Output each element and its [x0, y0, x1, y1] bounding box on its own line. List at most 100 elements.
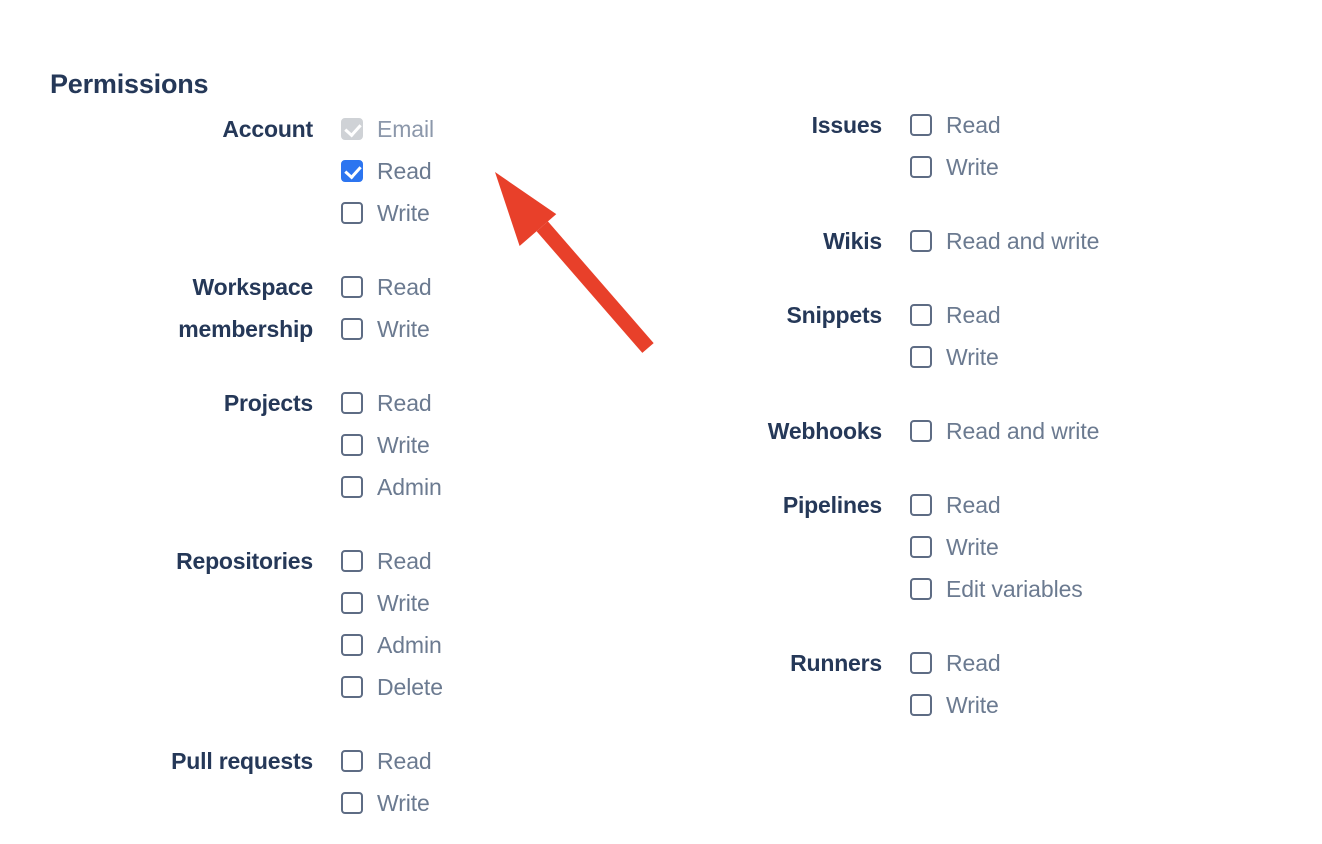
- checkbox-account-write[interactable]: [341, 202, 363, 224]
- group-label-pull-requests: Pull requests: [171, 748, 313, 774]
- option-row-projects-read[interactable]: Read: [341, 382, 660, 424]
- checkbox-repositories-write[interactable]: [341, 592, 363, 614]
- checkbox-issues-read[interactable]: [910, 114, 932, 136]
- option-row-snippets-read[interactable]: Read: [910, 294, 1280, 336]
- option-row-runners-read[interactable]: Read: [910, 642, 1280, 684]
- checkbox-issues-write[interactable]: [910, 156, 932, 178]
- option-row-wikis-read-and-write[interactable]: Read and write: [910, 220, 1280, 262]
- checkbox-workspace-membership-write[interactable]: [341, 318, 363, 340]
- group-label-projects: Projects: [223, 390, 313, 416]
- group-label-workspace-membership: Workspace membership: [178, 274, 313, 342]
- option-label-pull-requests-write: Write: [377, 789, 430, 816]
- option-label-snippets-write: Write: [946, 343, 999, 370]
- option-label-projects-write: Write: [377, 431, 430, 458]
- group-label-repositories: Repositories: [176, 548, 313, 574]
- option-row-pipelines-read[interactable]: Read: [910, 484, 1280, 526]
- option-label-pipelines-write: Write: [946, 533, 999, 560]
- checkbox-repositories-admin[interactable]: [341, 634, 363, 656]
- option-label-pull-requests-read: Read: [377, 747, 432, 774]
- option-label-webhooks-read-and-write: Read and write: [946, 417, 1100, 444]
- checkbox-webhooks-read-and-write[interactable]: [910, 420, 932, 442]
- option-label-runners-write: Write: [946, 691, 999, 718]
- option-label-issues-write: Write: [946, 153, 999, 180]
- option-row-account-write[interactable]: Write: [341, 192, 660, 234]
- option-label-repositories-write: Write: [377, 589, 430, 616]
- option-label-issues-read: Read: [946, 111, 1001, 138]
- option-label-runners-read: Read: [946, 649, 1001, 676]
- group-label-runners: Runners: [790, 650, 882, 676]
- group-label-account: Account: [222, 116, 313, 142]
- option-label-account-email: Email: [377, 115, 435, 142]
- option-label-snippets-read: Read: [946, 301, 1001, 328]
- checkbox-pipelines-write[interactable]: [910, 536, 932, 558]
- checkbox-wikis-read-and-write[interactable]: [910, 230, 932, 252]
- group-label-wikis: Wikis: [823, 228, 882, 254]
- page-title: Permissions: [50, 69, 209, 100]
- option-row-pipelines-write[interactable]: Write: [910, 526, 1280, 568]
- option-row-account-read[interactable]: Read: [341, 150, 660, 192]
- option-row-projects-write[interactable]: Write: [341, 424, 660, 466]
- option-label-pipelines-edit-variables: Edit variables: [946, 575, 1083, 602]
- option-label-projects-admin: Admin: [377, 473, 442, 500]
- checkbox-workspace-membership-read[interactable]: [341, 276, 363, 298]
- option-label-account-read: Read: [377, 157, 432, 184]
- checkbox-pull-requests-write[interactable]: [341, 792, 363, 814]
- option-row-issues-write[interactable]: Write: [910, 146, 1280, 188]
- option-row-workspace-membership-read[interactable]: Read: [341, 266, 660, 308]
- group-label-webhooks: Webhooks: [767, 418, 882, 444]
- checkbox-projects-admin[interactable]: [341, 476, 363, 498]
- checkbox-projects-write[interactable]: [341, 434, 363, 456]
- group-options-webhooks: Read and write: [910, 410, 1280, 452]
- checkbox-pull-requests-read[interactable]: [341, 750, 363, 772]
- option-label-wikis-read-and-write: Read and write: [946, 227, 1100, 254]
- option-row-repositories-write[interactable]: Write: [341, 582, 660, 624]
- option-label-workspace-membership-write: Write: [377, 315, 430, 342]
- group-label-snippets: Snippets: [786, 302, 882, 328]
- option-row-pull-requests-read[interactable]: Read: [341, 740, 660, 782]
- option-row-issues-read[interactable]: Read: [910, 104, 1280, 146]
- checkbox-pipelines-edit-variables[interactable]: [910, 578, 932, 600]
- option-row-repositories-admin[interactable]: Admin: [341, 624, 660, 666]
- option-row-repositories-read[interactable]: Read: [341, 540, 660, 582]
- checkbox-account-read[interactable]: [341, 160, 363, 182]
- checkbox-repositories-read[interactable]: [341, 550, 363, 572]
- permission-group-wikis: Wikis Read and write: [620, 220, 1280, 262]
- checkbox-pipelines-read[interactable]: [910, 494, 932, 516]
- checkbox-snippets-write[interactable]: [910, 346, 932, 368]
- permission-group-webhooks: Webhooks Read and write: [620, 410, 1280, 452]
- option-row-snippets-write[interactable]: Write: [910, 336, 1280, 378]
- option-label-projects-read: Read: [377, 389, 432, 416]
- option-row-repositories-delete[interactable]: Delete: [341, 666, 660, 708]
- option-row-pull-requests-write[interactable]: Write: [341, 782, 660, 824]
- checkbox-snippets-read[interactable]: [910, 304, 932, 326]
- option-row-workspace-membership-write[interactable]: Write: [341, 308, 660, 350]
- option-row-account-email: Email: [341, 108, 660, 150]
- checkbox-repositories-delete[interactable]: [341, 676, 363, 698]
- checkbox-runners-write[interactable]: [910, 694, 932, 716]
- option-row-pipelines-edit-variables[interactable]: Edit variables: [910, 568, 1280, 610]
- option-row-runners-write[interactable]: Write: [910, 684, 1280, 726]
- checkbox-runners-read[interactable]: [910, 652, 932, 674]
- option-label-repositories-delete: Delete: [377, 673, 443, 700]
- option-row-projects-admin[interactable]: Admin: [341, 466, 660, 508]
- option-label-repositories-admin: Admin: [377, 631, 442, 658]
- checkbox-projects-read[interactable]: [341, 392, 363, 414]
- group-label-pipelines: Pipelines: [782, 492, 882, 518]
- option-row-webhooks-read-and-write[interactable]: Read and write: [910, 410, 1280, 452]
